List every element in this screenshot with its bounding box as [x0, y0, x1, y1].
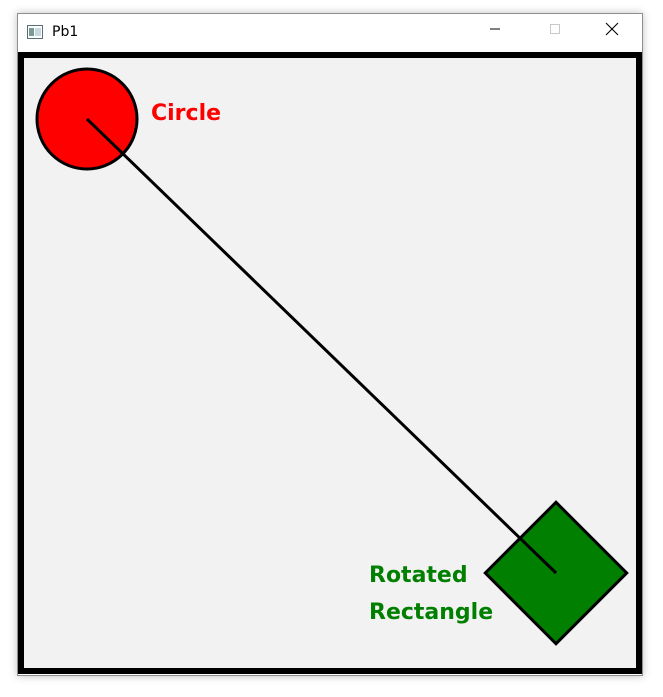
window-app-icon — [27, 25, 43, 39]
close-button[interactable] — [589, 14, 635, 48]
minimize-button[interactable] — [472, 14, 518, 48]
window-title: Pb1 — [52, 24, 79, 40]
rectangle-label-line1: Rotated — [369, 563, 468, 588]
maximize-icon — [549, 22, 561, 40]
title-bar[interactable]: Pb1 — [18, 14, 642, 52]
app-window: Pb1 — [17, 13, 643, 676]
maximize-button[interactable] — [532, 14, 578, 48]
scene-graphics — [35, 67, 629, 646]
circle-label: Circle — [151, 101, 222, 126]
minimize-icon — [489, 22, 501, 40]
drawing-canvas[interactable]: Circle Rotated Rectangle — [18, 52, 642, 674]
rectangle-label-line2: Rectangle — [369, 600, 494, 625]
close-icon — [605, 22, 619, 41]
connector-line — [85, 117, 558, 575]
rectangle-label: Rotated Rectangle — [369, 557, 493, 631]
